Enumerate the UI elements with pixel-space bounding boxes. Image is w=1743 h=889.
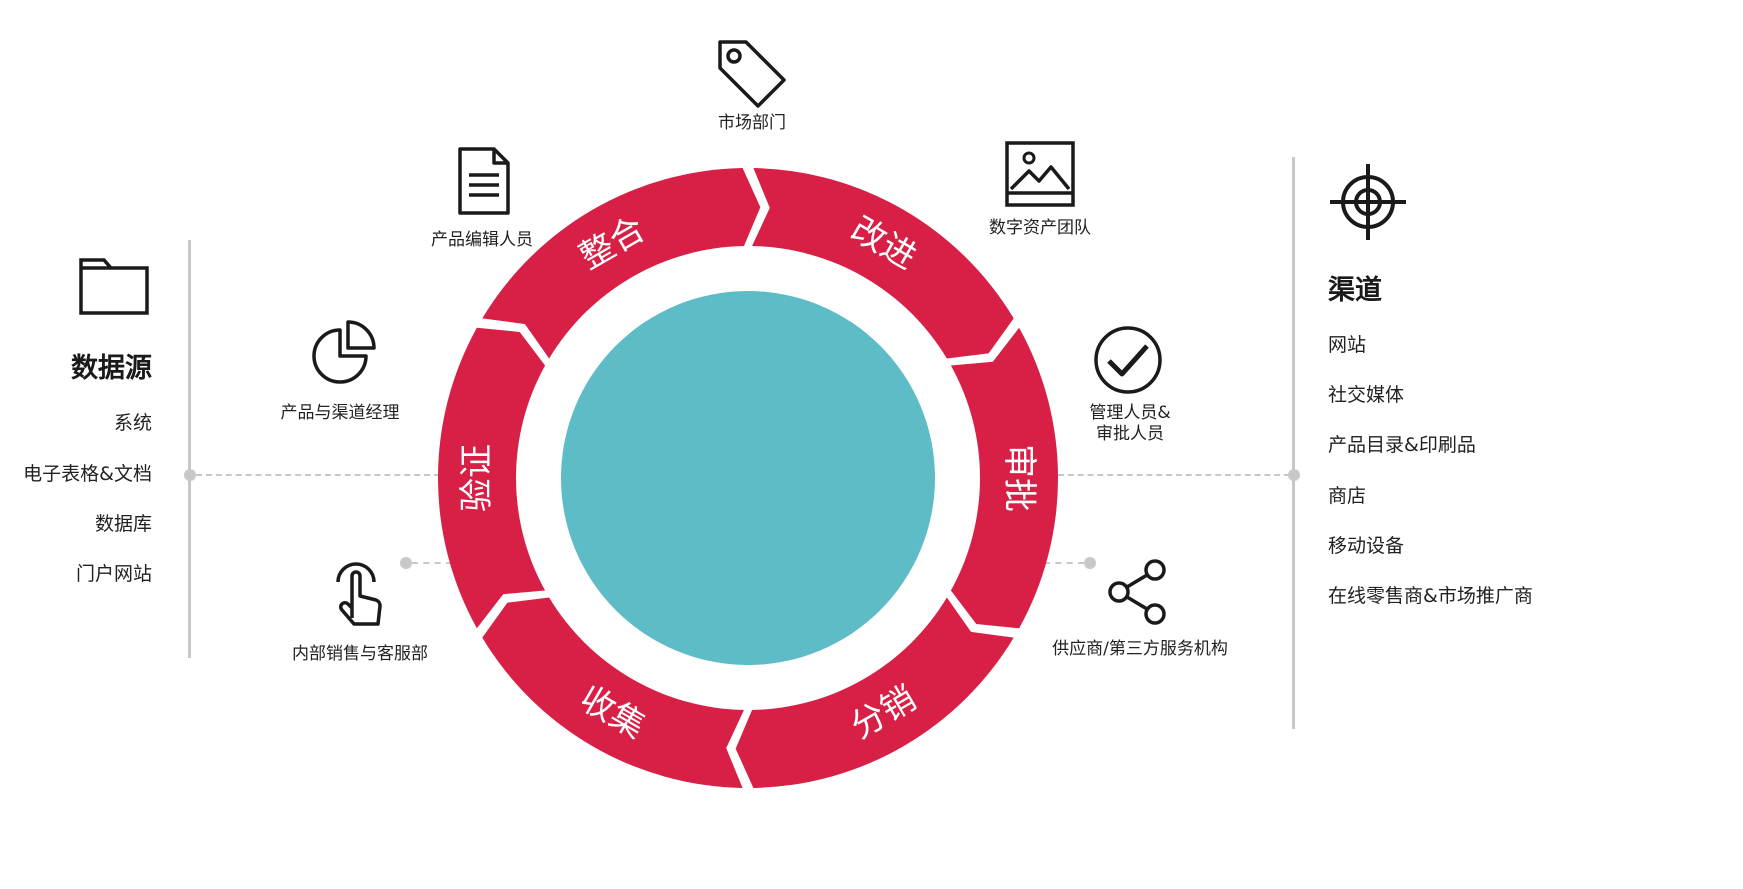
check-circle-icon (1093, 325, 1163, 395)
document-icon (456, 145, 512, 217)
channel-item: 产品目录&印刷品 (1328, 434, 1476, 456)
channel-item: 移动设备 (1328, 535, 1405, 557)
role-label: 数字资产团队 (989, 218, 1091, 238)
folder-icon (78, 256, 150, 316)
stage-label: 验证 (457, 444, 497, 512)
data-source-item: 电子表格&文档 (23, 463, 152, 485)
pie-chart-icon (312, 320, 376, 384)
channel-item: 商店 (1328, 485, 1367, 507)
connector-line (1044, 562, 1084, 564)
connector-dot (400, 557, 412, 569)
connector-line (196, 474, 440, 476)
data-source-item: 系统 (113, 412, 152, 434)
target-icon (1328, 162, 1408, 242)
stage-label: 审批 (999, 444, 1039, 512)
ring-segment (482, 597, 744, 788)
connector-dot (1084, 557, 1096, 569)
channel-item: 网站 (1328, 334, 1367, 356)
connector-line (1058, 474, 1290, 476)
role-label: 产品与渠道经理 (280, 403, 400, 423)
data-source-item: 数据库 (94, 513, 152, 535)
data-sources-title: 数据源 (71, 353, 152, 384)
role-label: 管理人员& (1089, 403, 1171, 423)
ring-segment (438, 327, 546, 629)
image-icon (1005, 141, 1075, 207)
connector-dot (184, 469, 196, 481)
ring-segment (752, 168, 1014, 359)
channel-item: 社交媒体 (1328, 384, 1405, 406)
center-circle (561, 291, 935, 665)
data-sources-divider (188, 240, 191, 658)
channel-item: 在线零售商&市场推广商 (1328, 585, 1533, 607)
ring-segment (735, 597, 1014, 788)
hand-pointer-icon (330, 556, 386, 628)
role-label: 审批人员 (1096, 424, 1164, 444)
role-label: 供应商/第三方服务机构 (1052, 639, 1228, 659)
role-label: 市场部门 (718, 113, 786, 133)
connector-line (412, 562, 452, 564)
channels-title: 渠道 (1328, 275, 1382, 306)
role-label: 内部销售与客服部 (292, 644, 428, 664)
channels-divider (1292, 157, 1295, 729)
tag-icon (716, 38, 788, 110)
share-icon (1107, 558, 1169, 626)
ring-segment (482, 168, 761, 359)
connector-dot (1288, 469, 1300, 481)
ring-segment (950, 327, 1058, 629)
data-source-item: 门户网站 (75, 563, 152, 585)
role-label: 产品编辑人员 (431, 230, 533, 250)
